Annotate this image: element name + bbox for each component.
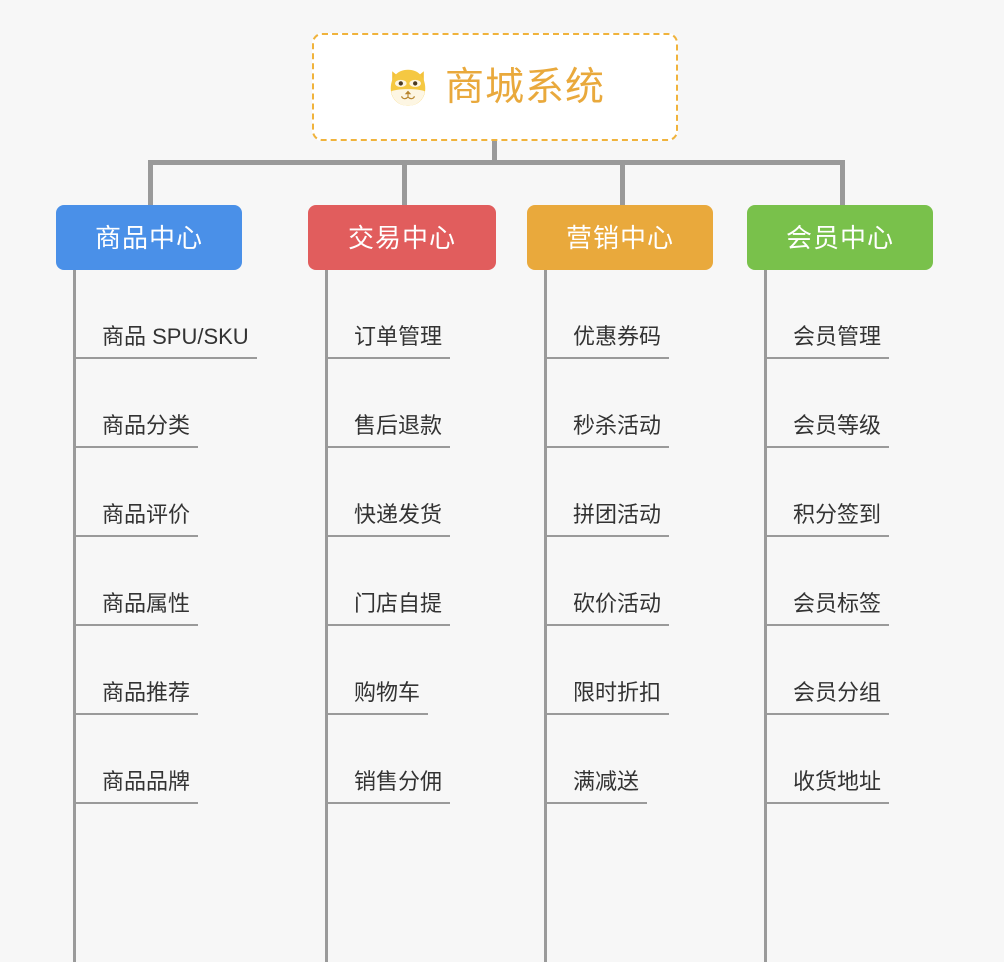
- list-item-label: 会员等级: [764, 415, 890, 448]
- list-item[interactable]: 拼团活动: [544, 448, 670, 537]
- list-item[interactable]: 优惠券码: [544, 270, 670, 359]
- branch-spine: [325, 270, 328, 962]
- list-item[interactable]: 会员分组: [764, 626, 890, 715]
- branch-connector-drop: [402, 160, 407, 205]
- branch-header-product-center[interactable]: 商品中心: [56, 205, 242, 270]
- branch-item-list: 会员管理 会员等级 积分签到 会员标签 会员分组 收货地址: [764, 270, 890, 804]
- list-item[interactable]: 秒杀活动: [544, 359, 670, 448]
- list-item-label: 秒杀活动: [544, 415, 670, 448]
- list-item[interactable]: 商品 SPU/SKU: [73, 270, 257, 359]
- branch-connector-drop: [148, 160, 153, 205]
- branch-label: 会员中心: [785, 222, 894, 253]
- list-item[interactable]: 会员等级: [764, 359, 890, 448]
- list-item-label: 售后退款: [325, 415, 451, 448]
- list-item-label: 商品 SPU/SKU: [73, 326, 257, 359]
- list-item-label: 商品品牌: [73, 771, 199, 804]
- list-item-label: 门店自提: [325, 593, 451, 626]
- branch-header-member-center[interactable]: 会员中心: [747, 205, 933, 270]
- list-item-label: 快递发货: [325, 504, 451, 537]
- list-item-label: 销售分佣: [325, 771, 451, 804]
- branch-header-trade-center[interactable]: 交易中心: [308, 205, 496, 270]
- list-item-label: 会员管理: [764, 326, 890, 359]
- list-item[interactable]: 商品推荐: [73, 626, 257, 715]
- list-item-label: 拼团活动: [544, 504, 670, 537]
- list-item-label: 订单管理: [325, 326, 451, 359]
- list-item-label: 会员标签: [764, 593, 890, 626]
- list-item[interactable]: 限时折扣: [544, 626, 670, 715]
- mind-map-canvas: 商城系统 商品中心 商品 SPU/SKU 商品分类 商品评价 商品属性 商品推荐…: [56, 33, 933, 962]
- root-node[interactable]: 商城系统: [312, 33, 678, 141]
- list-item[interactable]: 商品属性: [73, 537, 257, 626]
- list-item-label: 积分签到: [764, 504, 890, 537]
- branch-label: 营销中心: [565, 222, 674, 253]
- list-item-label: 商品分类: [73, 415, 199, 448]
- list-item-label: 收货地址: [764, 771, 890, 804]
- list-item[interactable]: 砍价活动: [544, 537, 670, 626]
- list-item[interactable]: 售后退款: [325, 359, 451, 448]
- branch-connector-drop: [620, 160, 625, 205]
- branch-item-list: 订单管理 售后退款 快递发货 门店自提 购物车 销售分佣: [325, 270, 451, 804]
- list-item-label: 购物车: [325, 682, 429, 715]
- list-item-label: 限时折扣: [544, 682, 670, 715]
- list-item[interactable]: 商品品牌: [73, 715, 257, 804]
- list-item[interactable]: 快递发货: [325, 448, 451, 537]
- root-connector-bus: [148, 160, 843, 165]
- list-item[interactable]: 会员管理: [764, 270, 890, 359]
- list-item[interactable]: 订单管理: [325, 270, 451, 359]
- list-item-label: 商品推荐: [73, 682, 199, 715]
- list-item[interactable]: 销售分佣: [325, 715, 451, 804]
- list-item-label: 商品属性: [73, 593, 199, 626]
- branch-label: 商品中心: [94, 222, 203, 253]
- branch-spine: [544, 270, 547, 962]
- branch-item-list: 商品 SPU/SKU 商品分类 商品评价 商品属性 商品推荐 商品品牌: [73, 270, 257, 804]
- dog-face-icon: [390, 69, 426, 106]
- branch-connector-drop: [840, 160, 845, 205]
- root-title: 商城系统: [444, 65, 605, 109]
- root-connector-stem: [492, 141, 497, 165]
- list-item-label: 满减送: [544, 771, 648, 804]
- list-item[interactable]: 门店自提: [325, 537, 451, 626]
- list-item[interactable]: 购物车: [325, 626, 450, 715]
- list-item[interactable]: 商品分类: [73, 359, 257, 448]
- list-item[interactable]: 会员标签: [764, 537, 890, 626]
- list-item-label: 砍价活动: [544, 593, 670, 626]
- list-item-label: 商品评价: [73, 504, 199, 537]
- branch-spine: [764, 270, 767, 962]
- list-item[interactable]: 商品评价: [73, 448, 257, 537]
- branch-spine: [73, 270, 76, 962]
- branch-item-list: 优惠券码 秒杀活动 拼团活动 砍价活动 限时折扣 满减送: [544, 270, 670, 804]
- branch-header-marketing-center[interactable]: 营销中心: [527, 205, 713, 270]
- list-item[interactable]: 收货地址: [764, 715, 890, 804]
- list-item[interactable]: 积分签到: [764, 448, 890, 537]
- list-item-label: 会员分组: [764, 682, 890, 715]
- branch-label: 交易中心: [347, 222, 456, 253]
- list-item[interactable]: 满减送: [544, 715, 669, 804]
- list-item-label: 优惠券码: [544, 326, 670, 359]
